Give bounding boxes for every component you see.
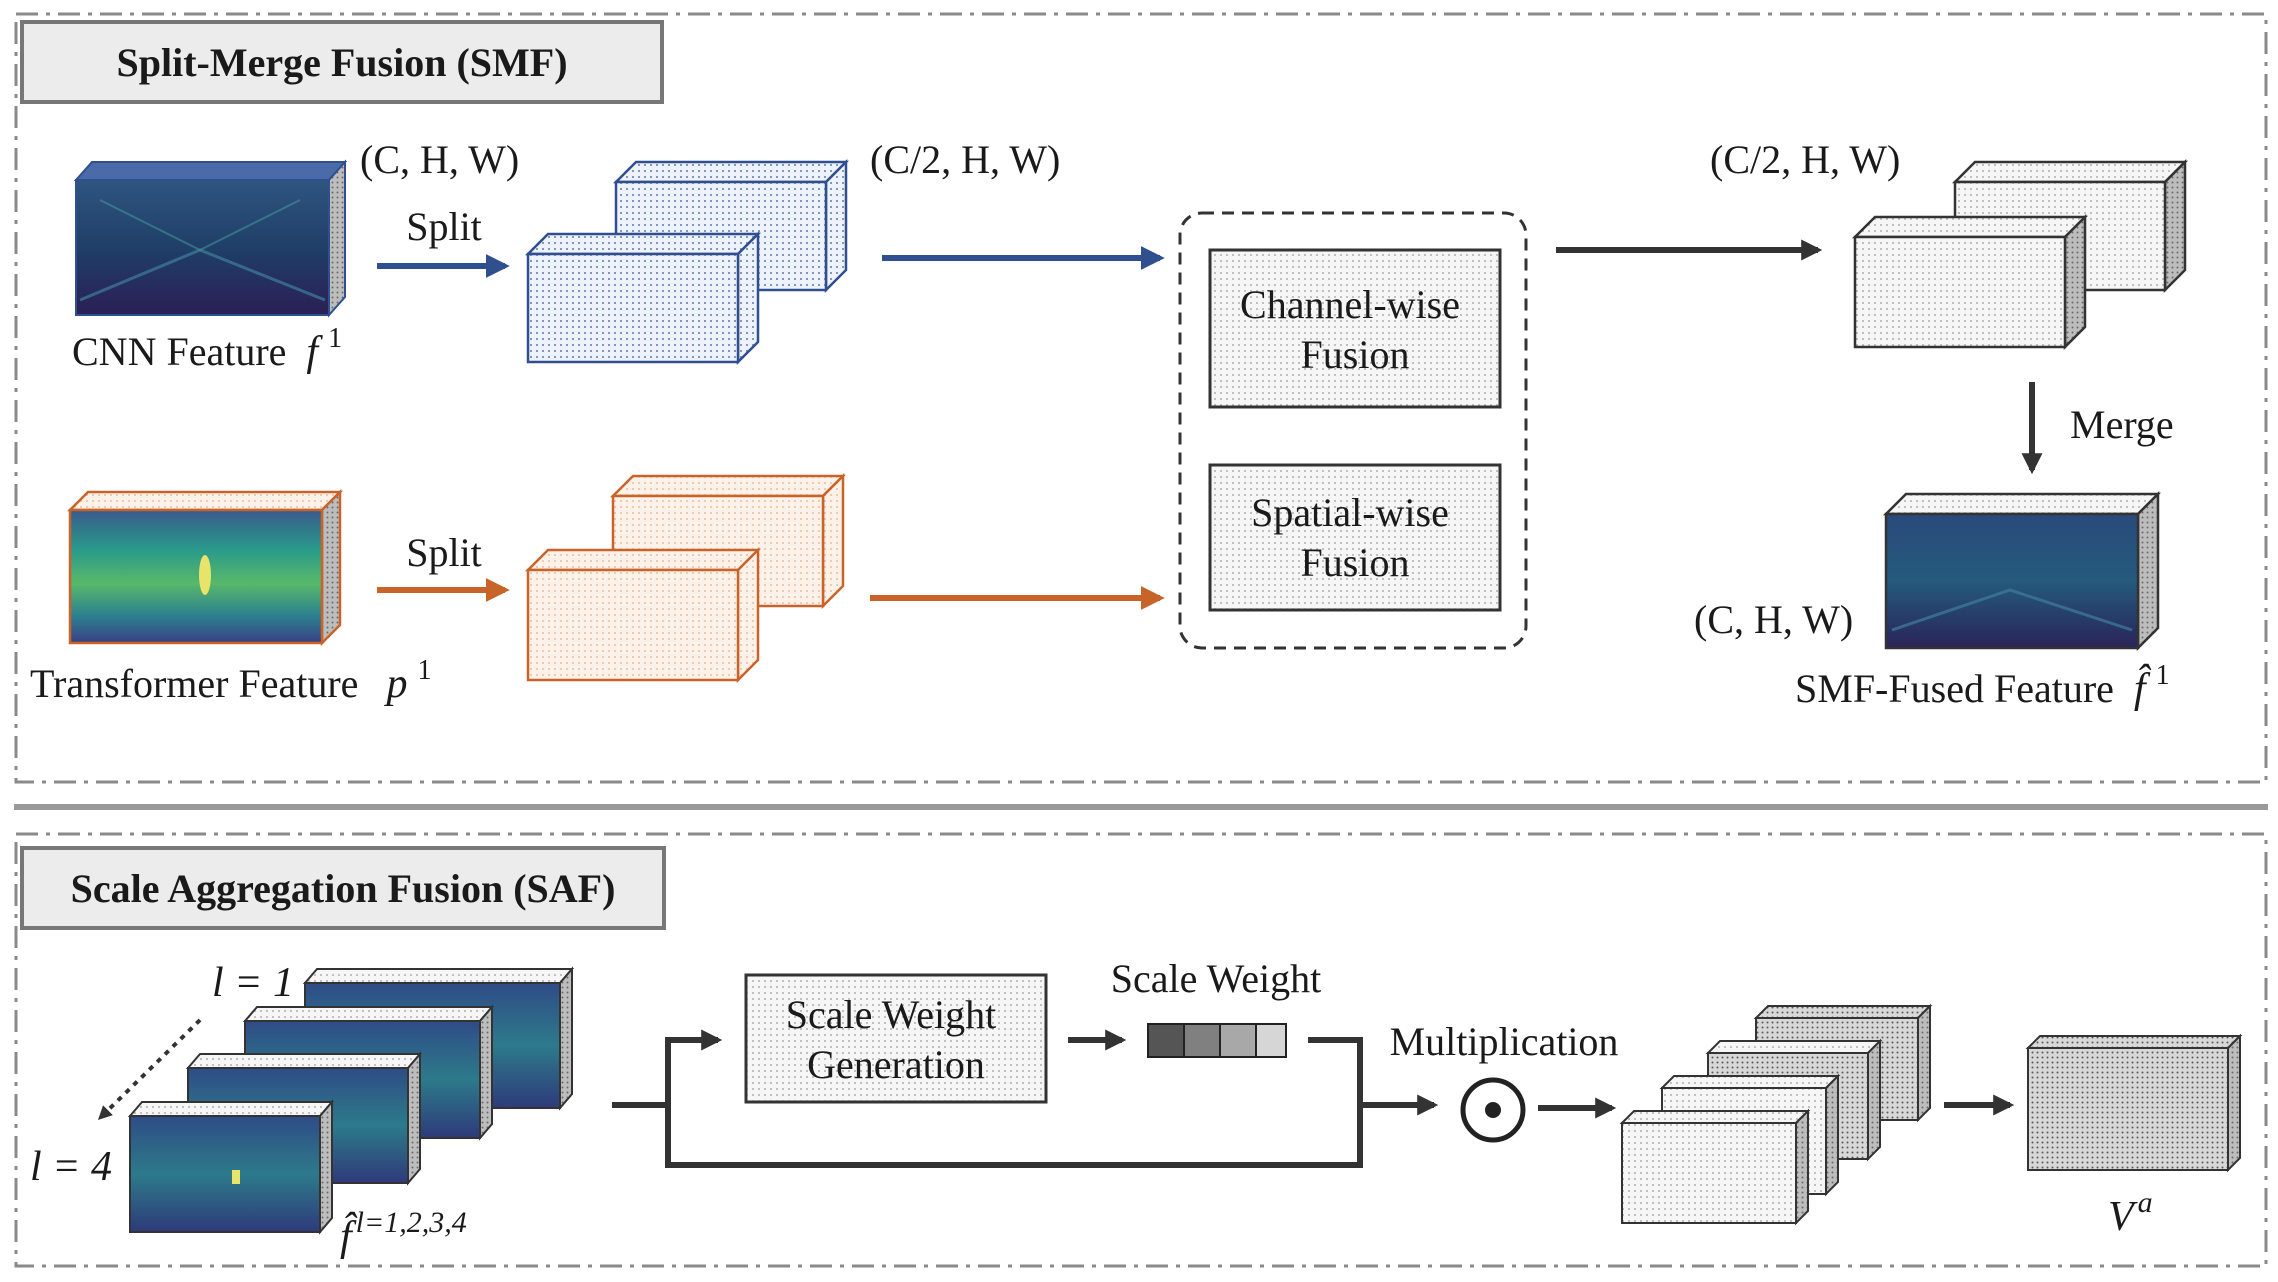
stack-feature-label: f̂ l=1,2,3,4 — [340, 1206, 467, 1260]
saf-title: Scale Aggregation Fusion (SAF) — [71, 866, 616, 911]
fused-half-cube-front — [1851, 213, 2089, 351]
saf-title-box — [20, 846, 666, 930]
cnn-feature-cube — [73, 159, 348, 318]
level-dotted-arrow — [98, 1018, 202, 1120]
saf-panel — [14, 832, 2268, 1268]
scale-weight-generation-label: Scale Weight Generation — [786, 992, 1006, 1087]
smf-title: Split-Merge Fusion (SMF) — [116, 40, 567, 85]
smf-fused-feature-label: SMF-Fused Feature f̂ 1 — [1795, 660, 2170, 712]
transformer-feature-cube — [66, 488, 344, 647]
level-top-label: l = 1 — [212, 960, 294, 1006]
spatial-wise-fusion-label: Spatial-wise Fusion — [1251, 490, 1459, 585]
smf-panel — [14, 12, 2268, 784]
spatial-wise-fusion-box — [1208, 463, 1502, 612]
fusion-container — [1178, 211, 1528, 650]
scale-map-l4 — [127, 1099, 335, 1235]
merge-label: Merge — [2070, 402, 2174, 447]
split-top-label: Split — [406, 204, 482, 249]
dim-output-label: (C, H, W) — [1694, 597, 1853, 642]
skip-connection-line — [665, 1105, 1363, 1168]
scale-weight-label: Scale Weight — [1111, 956, 1321, 1001]
transformer-split-cube-front — [524, 546, 762, 684]
multiplication-operator-icon — [1460, 1077, 1526, 1143]
split-bottom-label: Split — [406, 530, 482, 575]
weighted-feature-1 — [1619, 1108, 1811, 1226]
dim-half-right-label: (C/2, H, W) — [1710, 137, 1900, 182]
smf-title-box — [20, 20, 664, 104]
dim-input-label: (C, H, W) — [360, 137, 519, 182]
aggregated-output-cube — [2025, 1033, 2243, 1173]
scale-weight-generation-box — [744, 973, 1048, 1104]
weighted-feature-stack — [1619, 1003, 1933, 1226]
weight-to-mult-line — [1308, 1037, 1363, 1105]
channel-wise-fusion-box — [1208, 248, 1502, 409]
scale-weight-bar — [1147, 1023, 1287, 1058]
aggregated-output-label: V a — [2108, 1186, 2153, 1240]
cnn-feature-label: CNN Feature f 1 — [72, 323, 342, 375]
multiplication-label: Multiplication — [1390, 1019, 1619, 1064]
transformer-feature-label: Transformer Feature p 1 — [30, 655, 431, 707]
channel-wise-fusion-label: Channel-wise Fusion — [1240, 282, 1470, 377]
level-bottom-label: l = 4 — [30, 1144, 112, 1190]
smf-fused-cube — [1882, 490, 2162, 652]
branch-to-scale-gen-arrow — [665, 1029, 723, 1165]
cnn-split-cube-front — [524, 230, 762, 366]
scale-stack — [127, 966, 575, 1235]
dim-half-top-label: (C/2, H, W) — [870, 137, 1060, 182]
